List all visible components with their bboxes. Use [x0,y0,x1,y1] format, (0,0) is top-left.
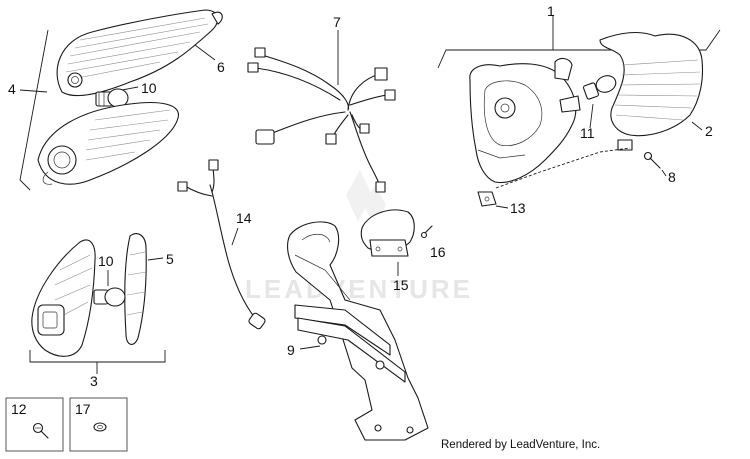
headlight-lens-2 [599,31,704,137]
screw-8 [643,151,661,169]
watermark-logo-icon [346,170,386,228]
watermark-text: LEADVENTURE [245,274,473,304]
bracket-3 [29,350,166,363]
rear-left-indicator-group [29,233,166,374]
callout-4: 4 [8,81,16,97]
callout-10-top: 10 [141,80,157,96]
screw-icon [32,422,49,439]
callout-15: 15 [393,277,409,293]
callout-5: 5 [166,251,174,267]
callout-labels: 1 2 3 4 5 6 7 8 9 10 10 11 13 14 15 16 [8,3,713,389]
callout-1: 1 [547,3,555,19]
callout-6: 6 [217,59,225,75]
headlight-housing [469,63,577,184]
legend-box-17-label: 17 [75,401,91,417]
plate-light-15 [360,209,415,276]
callout-13: 13 [510,200,526,216]
callout-9: 9 [287,342,295,358]
legend-box-12: 12 [5,397,64,452]
bulb-10-bottom [93,287,126,307]
bulb-11 [582,75,617,100]
callout-8: 8 [668,169,676,185]
front-left-indicator-group [19,9,223,191]
screw-16 [420,225,433,239]
clip-13 [477,191,497,207]
lens-5 [124,233,147,345]
callout-14: 14 [236,210,252,226]
render-credit: Rendered by LeadVenture, Inc. [441,439,601,451]
headlight-assembly-group [437,16,721,209]
callout-7: 7 [333,14,341,30]
callout-11: 11 [580,125,595,141]
callout-16: 16 [430,244,446,260]
callout-3: 3 [90,373,98,389]
wire-14 [177,159,266,330]
legend-box-12-label: 12 [11,401,27,417]
license-plate-bracket-9 [287,221,429,441]
callout-2: 2 [705,123,713,139]
bracket-4 [19,29,49,191]
watermark: LEADVENTURE [245,170,473,304]
wiring-harness-7 [247,30,396,193]
legend-box-17: 17 [69,397,128,452]
callout-10-bottom: 10 [98,253,114,269]
bracket-1 [437,29,721,69]
bulb-10-top [95,88,129,108]
washer-icon [93,422,107,432]
